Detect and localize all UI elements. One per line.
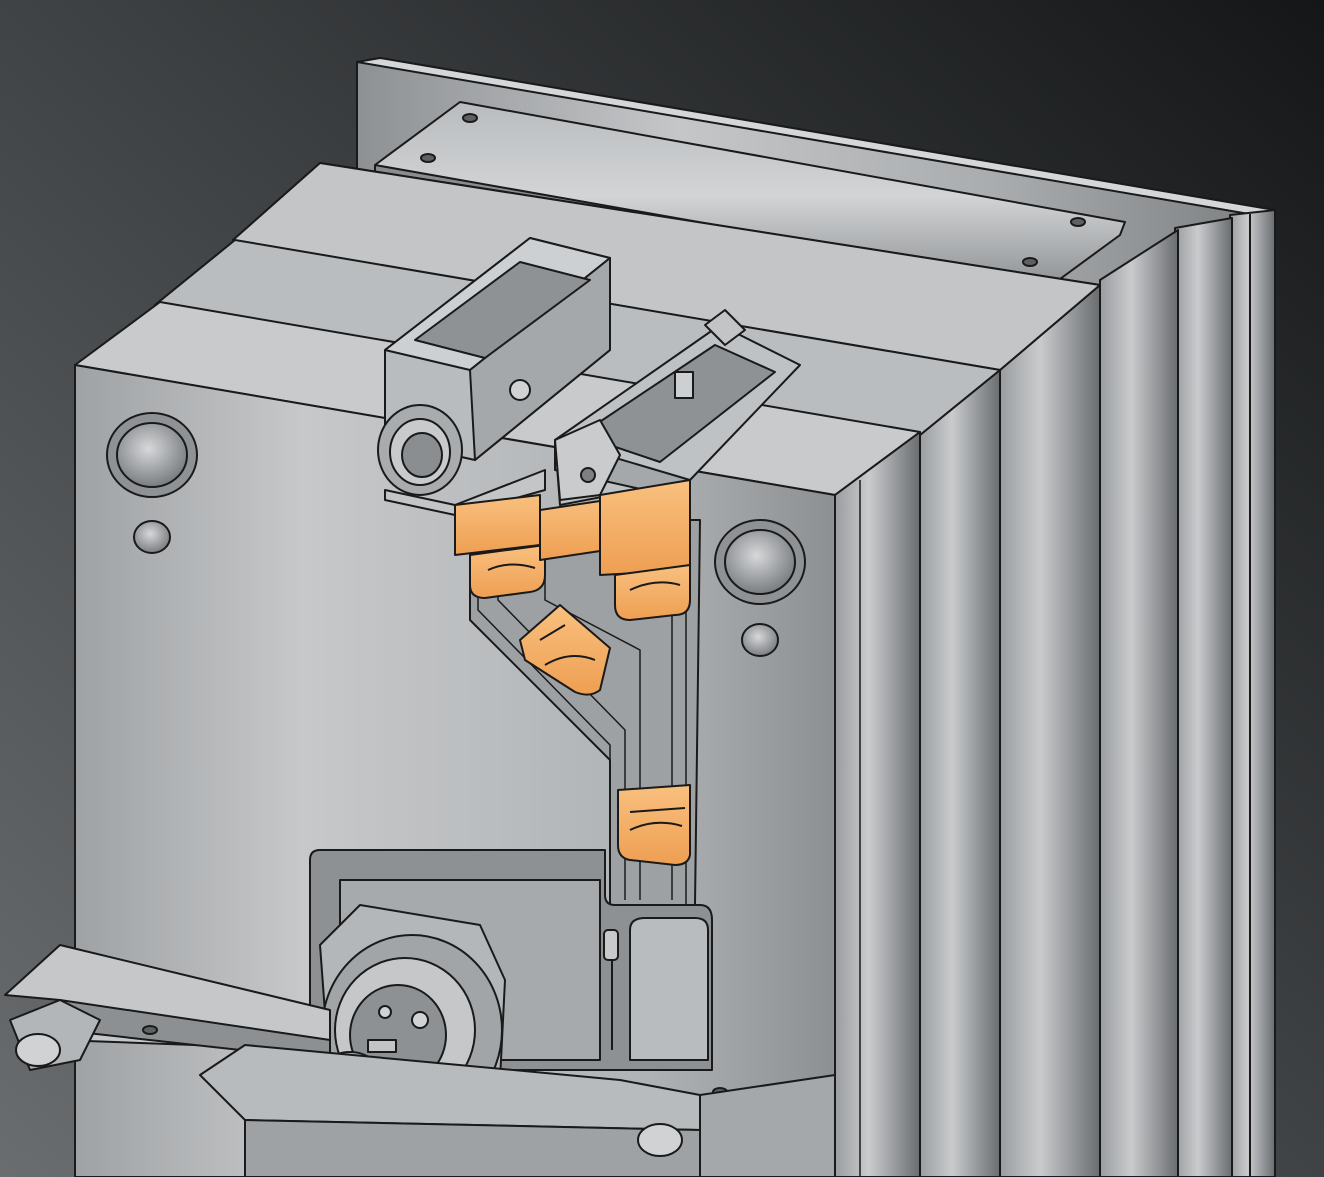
guide-holes — [106, 412, 806, 657]
locking-bars — [4, 944, 836, 1177]
cable-clips — [454, 479, 691, 866]
cable-clip — [519, 604, 611, 696]
cable-clip — [454, 494, 546, 599]
cable-clip — [539, 479, 691, 621]
connector-hood — [377, 237, 611, 516]
cable-clip — [617, 784, 691, 866]
